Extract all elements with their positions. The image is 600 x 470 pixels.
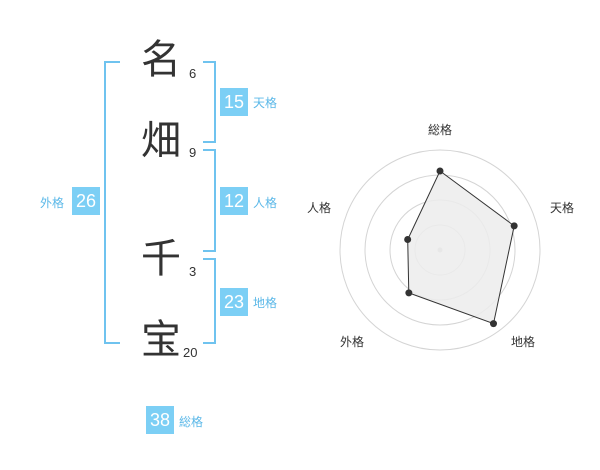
tenkaku-bracket — [203, 61, 216, 143]
radar-label-chikaku: 地格 — [511, 335, 536, 349]
name-char-3: 千 — [141, 236, 181, 282]
soukaku-label: 総格 — [179, 415, 204, 429]
jinkaku-label: 人格 — [253, 196, 278, 210]
radar-point-5 — [404, 235, 412, 243]
gaikaku-label: 外格 — [40, 196, 65, 210]
chikaku-value: 23 — [220, 288, 248, 316]
name-char-4: 宝 — [141, 317, 181, 363]
chikaku-bracket — [203, 258, 216, 344]
soukaku-value: 38 — [146, 406, 174, 434]
stroke-count-4: 20 — [183, 345, 198, 360]
radar-point-3 — [489, 320, 497, 328]
gaikaku-value: 26 — [72, 187, 100, 215]
radar-label-soukaku: 総格 — [428, 123, 453, 137]
tenkaku-value: 15 — [220, 88, 248, 116]
stroke-count-1: 6 — [189, 66, 197, 81]
radar-label-gaikaku: 外格 — [340, 335, 365, 349]
gaikaku-bracket — [104, 61, 120, 344]
radar-label-jinkaku: 人格 — [307, 201, 332, 215]
jinkaku-value: 12 — [220, 187, 248, 215]
radar-point-2 — [510, 222, 518, 230]
radar-ring — [339, 149, 541, 351]
chikaku-label: 地格 — [253, 296, 278, 310]
stroke-count-3: 3 — [189, 264, 197, 279]
tenkaku-label: 天格 — [253, 96, 278, 110]
stroke-count-2: 9 — [189, 145, 197, 160]
jinkaku-bracket — [203, 149, 216, 252]
name-char-2: 畑 — [141, 118, 181, 164]
radar-label-tenkaku: 天格 — [550, 201, 575, 215]
name-char-1: 名 — [141, 37, 181, 83]
radar-point-4 — [405, 289, 413, 297]
radar-point-1 — [436, 167, 444, 175]
radar-polygon — [407, 170, 515, 325]
